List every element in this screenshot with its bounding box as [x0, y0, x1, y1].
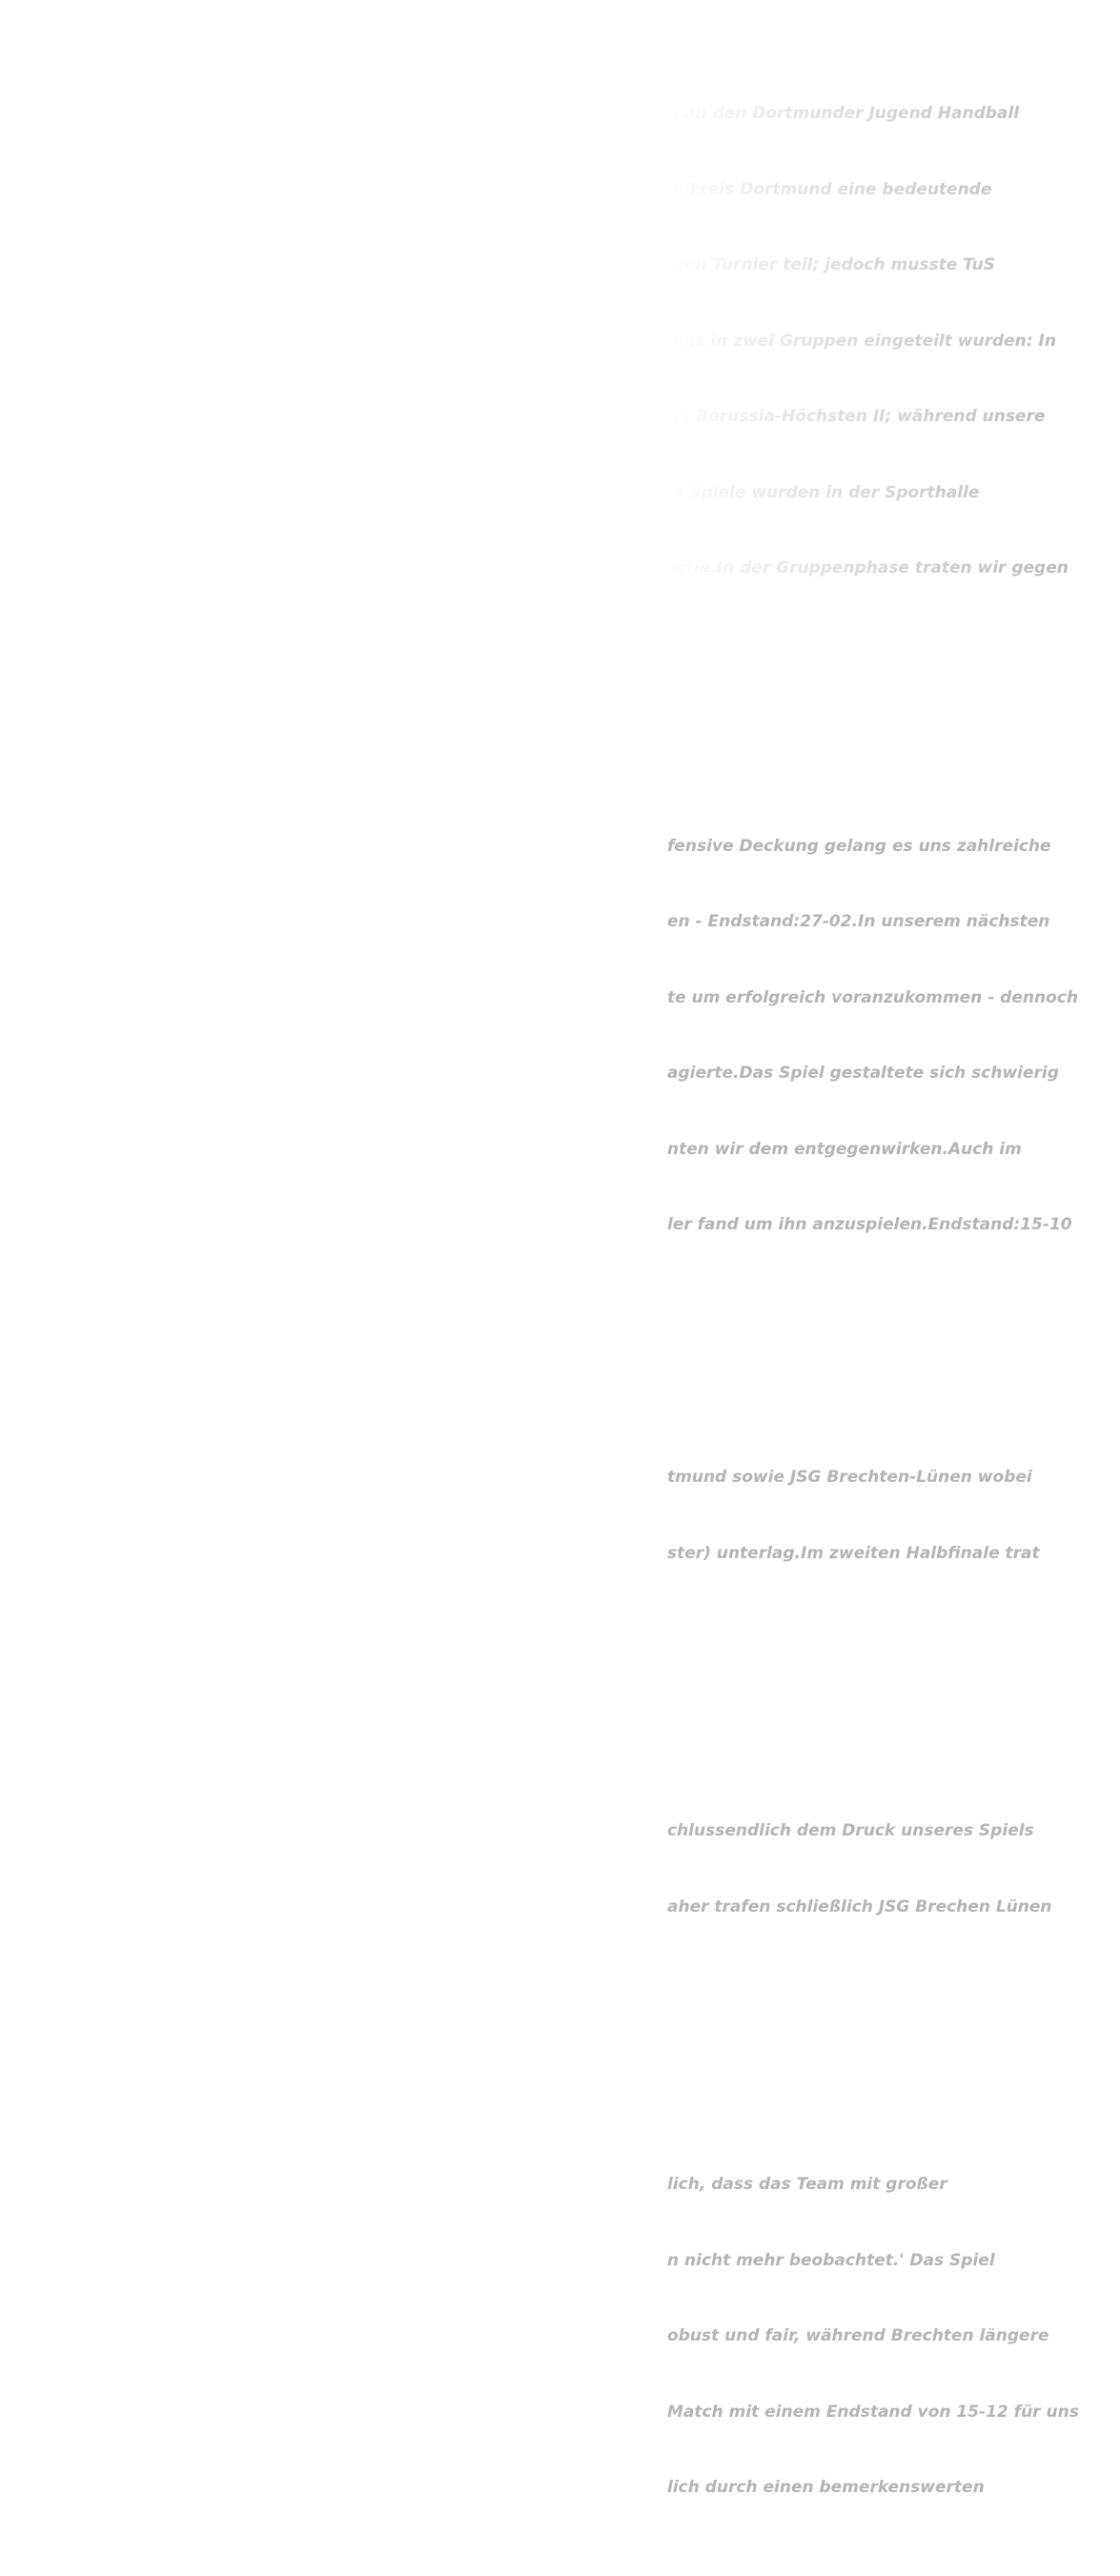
- paragraph: chlussendlich dem Druck unseres Spiels a…: [667, 1768, 1120, 1970]
- text-line: chlussendlich dem Druck unseres Spiels: [667, 1821, 1034, 1840]
- text-line: obust und fair, während Brechten längere: [667, 2326, 1049, 2345]
- paragraph: tmund sowie JSG Brechten-Lünen wobei ste…: [667, 1414, 1120, 1616]
- text-line: agierte.Das Spiel gestaltete sich schwie…: [667, 1064, 1059, 1083]
- paragraph: fensive Deckung gelang es uns zahlreiche…: [667, 783, 1120, 1288]
- text-line: ster) unterlag.Im zweiten Halbfinale tra…: [667, 1543, 1040, 1563]
- text-line: uS Borussia-Höchsten II; während unsere: [667, 407, 1046, 426]
- paragraph: lich, dass das Team mit großer n nicht m…: [667, 2121, 1120, 2551]
- text-line: allkreis Dortmund eine bedeutende: [667, 179, 992, 199]
- text-line: tmund sowie JSG Brechten-Lünen wobei: [667, 1468, 1032, 1487]
- text-line: artie.In der Gruppenphase traten wir geg…: [667, 558, 1069, 578]
- text-line: lich durch einen bemerkenswerten: [667, 2478, 985, 2497]
- text-line: n nicht mehr beobachtet.' Das Spiel: [667, 2250, 995, 2270]
- text-line: ie Spiele wurden in der Sporthalle: [667, 482, 980, 502]
- text-line: igen Turnier teil; jedoch musste TuS: [667, 255, 995, 274]
- text-line: te um erfolgreich voranzukommen - dennoc…: [667, 987, 1078, 1007]
- text-line: ams in zwei Gruppen eingeteilt wurden: I…: [667, 331, 1056, 351]
- text-line: n an den Dortmunder Jugend Handball: [667, 104, 1020, 123]
- article-text: n an den Dortmunder Jugend Handball allk…: [667, 0, 1120, 2576]
- text-line: ler fand um ihn anzuspielen.Endstand:15-…: [667, 1215, 1072, 1234]
- text-line: Match mit einem Endstand von 15-12 für u…: [667, 2402, 1079, 2422]
- text-line: en - Endstand:27-02.In unserem nächsten: [667, 912, 1050, 931]
- text-line: lich, dass das Team mit großer: [667, 2175, 947, 2194]
- text-line: fensive Deckung gelang es uns zahlreiche: [667, 836, 1051, 856]
- text-line: nten wir dem entgegenwirken.Auch im: [667, 1139, 1022, 1159]
- paragraph: n an den Dortmunder Jugend Handball allk…: [667, 51, 1120, 632]
- text-line: aher trafen schließlich JSG Brechen Lüne…: [667, 1897, 1052, 1917]
